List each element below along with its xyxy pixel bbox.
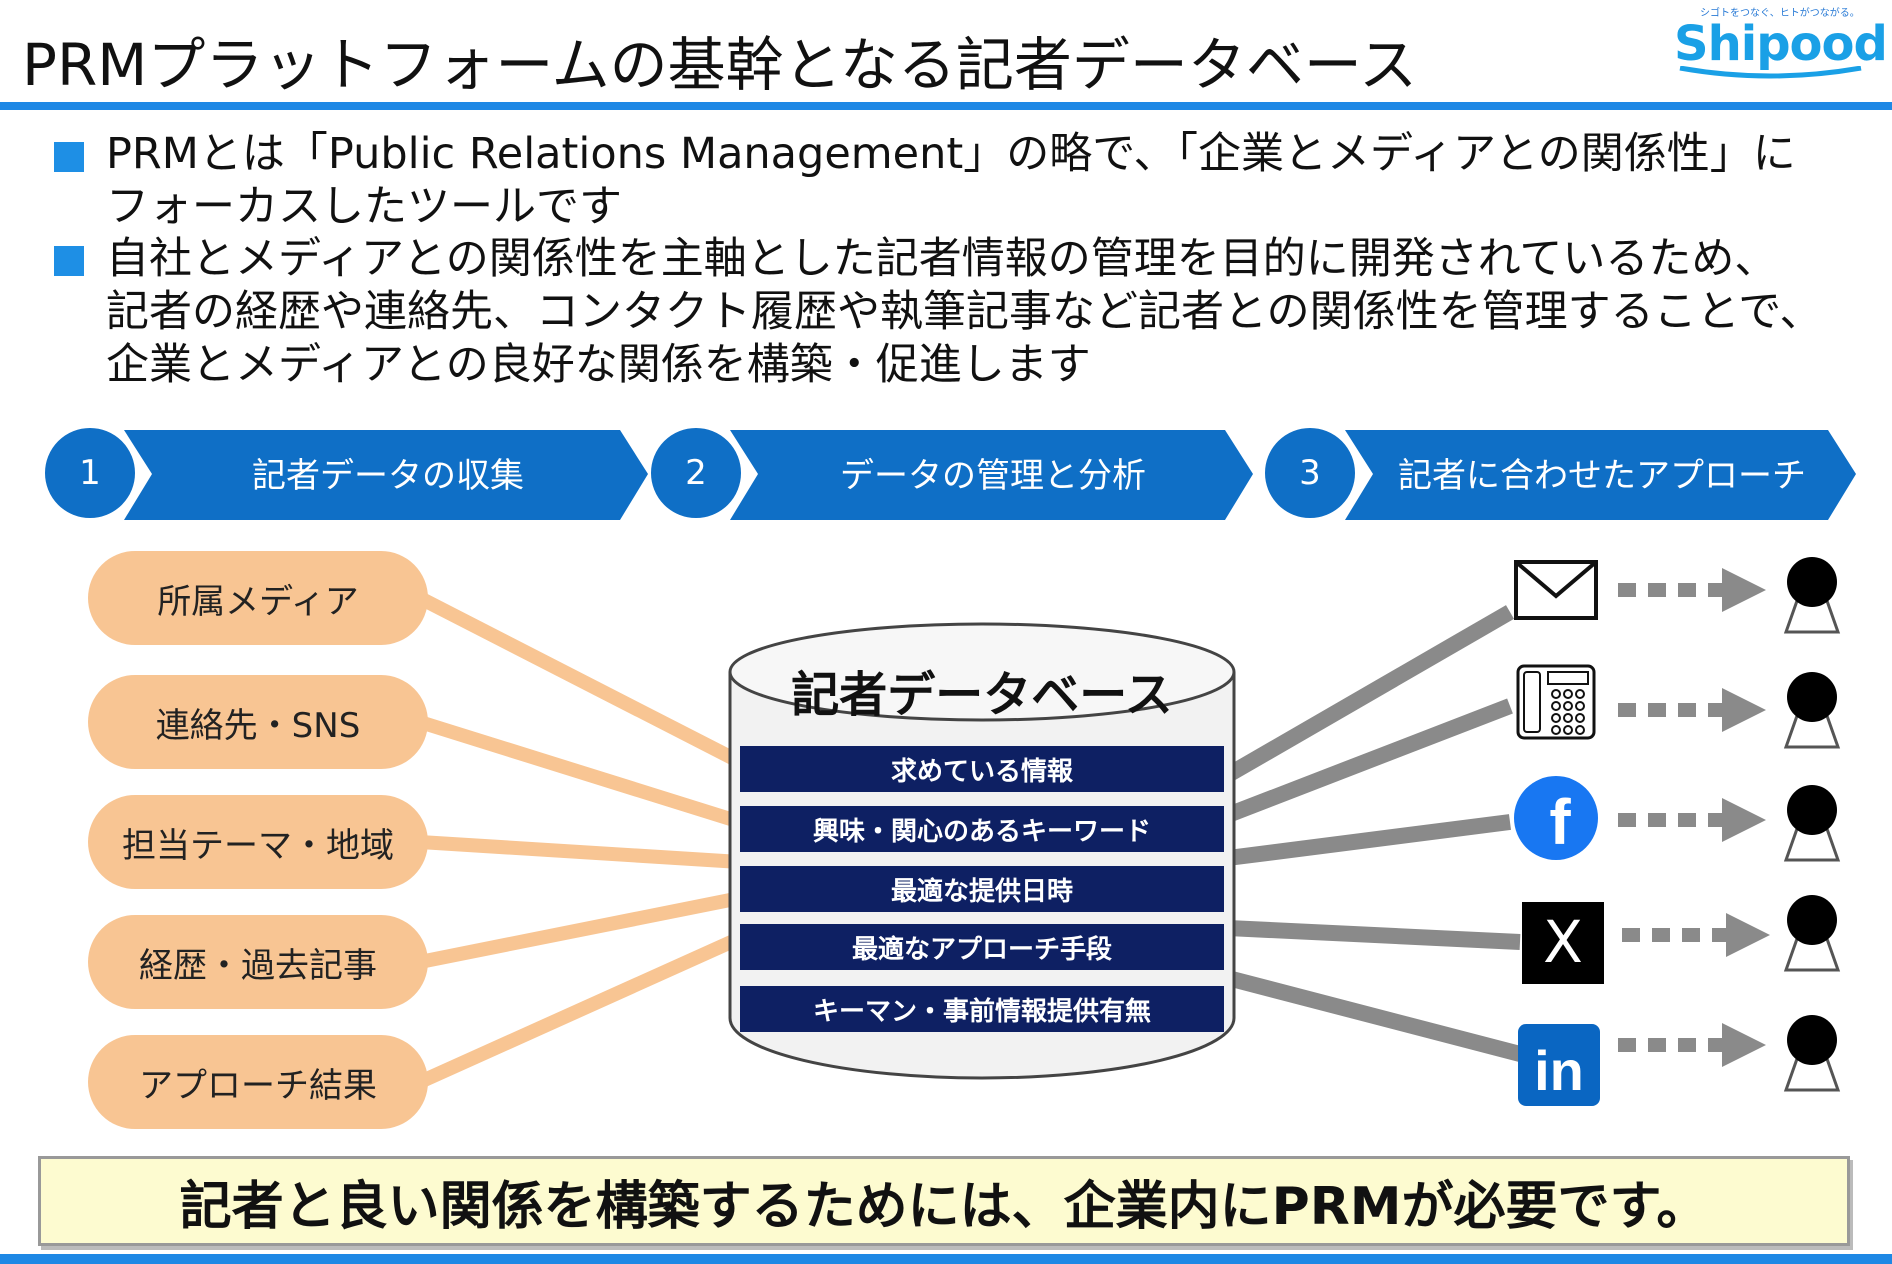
step-3-label: 記者に合わせたアプローチ — [1398, 456, 1806, 496]
step-2-label: データの管理と分析 — [840, 456, 1146, 496]
phone-icon — [1516, 664, 1596, 740]
step-1-number: 1 — [42, 425, 138, 521]
bullet-2-line-2: 記者の経歴や連絡先、コンタクト履歴や執筆記事など記者との関係性を管理することで、 — [106, 287, 1823, 337]
footer-message: 記者と良い関係を構築するためには、企業内にPRMが必要です。 — [38, 1156, 1850, 1246]
database-row: 求めている情報 — [740, 746, 1224, 792]
logo-tagline: シゴトをつなぐ、ヒトがつながる。 — [1700, 8, 1860, 19]
connector-line — [417, 931, 743, 1089]
dotted-arrow-icon — [1622, 913, 1770, 957]
dotted-arrows — [1618, 568, 1770, 1067]
logo: Shipood — [1674, 16, 1888, 72]
dotted-arrow-icon — [1618, 1023, 1766, 1067]
input-pill-contact: 連絡先・SNS — [88, 675, 428, 769]
step-1-label: 記者データの収集 — [252, 456, 524, 496]
input-pill-results: アプローチ結果 — [88, 1035, 428, 1129]
database-row: キーマン・事前情報提供有無 — [740, 986, 1224, 1032]
bottom-divider — [0, 1254, 1892, 1264]
person-icon — [1783, 785, 1841, 862]
bullet-1-line-1: PRMとは「Public Relations Management」の略で、「企… — [106, 129, 1796, 179]
person-icons — [1783, 557, 1841, 1092]
x-glyph: X — [1543, 908, 1583, 976]
dotted-arrow-icon — [1618, 798, 1766, 842]
step-3-chevron — [1345, 430, 1856, 520]
connector-line — [1226, 814, 1512, 866]
database-title: 記者データベース — [791, 667, 1173, 723]
connector-line — [1227, 920, 1521, 950]
input-pill-media: 所属メディア — [88, 551, 428, 645]
linkedin-glyph: in — [1534, 1039, 1584, 1102]
connector-line — [417, 715, 743, 829]
linkedin-icon: in — [1518, 1024, 1600, 1106]
input-pill-theme: 担当テーマ・地域 — [88, 795, 428, 889]
person-icon — [1783, 895, 1841, 972]
database-row: 最適な提供日時 — [740, 866, 1224, 912]
connector-line — [418, 891, 742, 969]
mail-icon — [1514, 560, 1598, 620]
connector-line — [1225, 970, 1523, 1062]
bullet-square-icon — [54, 246, 84, 276]
step-1-chevron — [124, 430, 648, 520]
connector-line — [419, 835, 741, 869]
connector-line — [416, 591, 744, 769]
database-row: 興味・関心のあるキーワード — [740, 806, 1224, 852]
person-icon — [1783, 1015, 1841, 1092]
bullet-1-line-2: フォーカスしたツールです — [106, 182, 622, 232]
person-icon — [1783, 672, 1841, 749]
connector-line — [1223, 605, 1515, 782]
facebook-glyph: f — [1549, 786, 1571, 858]
page-title: PRMプラットフォームの基幹となる記者データベース — [22, 31, 1417, 99]
dotted-arrow-icon — [1618, 568, 1766, 612]
facebook-icon: f — [1514, 776, 1598, 860]
step-2-number: 2 — [648, 425, 744, 521]
person-icon — [1783, 557, 1841, 634]
database-row: 最適なアプローチ手段 — [740, 924, 1224, 970]
title-divider — [0, 102, 1892, 110]
step-3-number: 3 — [1262, 425, 1358, 521]
step-2-chevron — [730, 430, 1253, 520]
connector-line — [1225, 698, 1513, 823]
bullet-square-icon — [54, 142, 84, 172]
input-pill-history: 経歴・過去記事 — [88, 915, 428, 1009]
logo-swoosh-icon — [1679, 66, 1862, 79]
dotted-arrow-icon — [1618, 688, 1766, 732]
bullet-2-line-3: 企業とメディアとの良好な関係を構築・促進します — [106, 340, 1091, 390]
bullet-2-line-1: 自社とメディアとの関係性を主軸とした記者情報の管理を目的に開発されているため、 — [106, 234, 1778, 284]
x-icon: X — [1522, 902, 1604, 984]
